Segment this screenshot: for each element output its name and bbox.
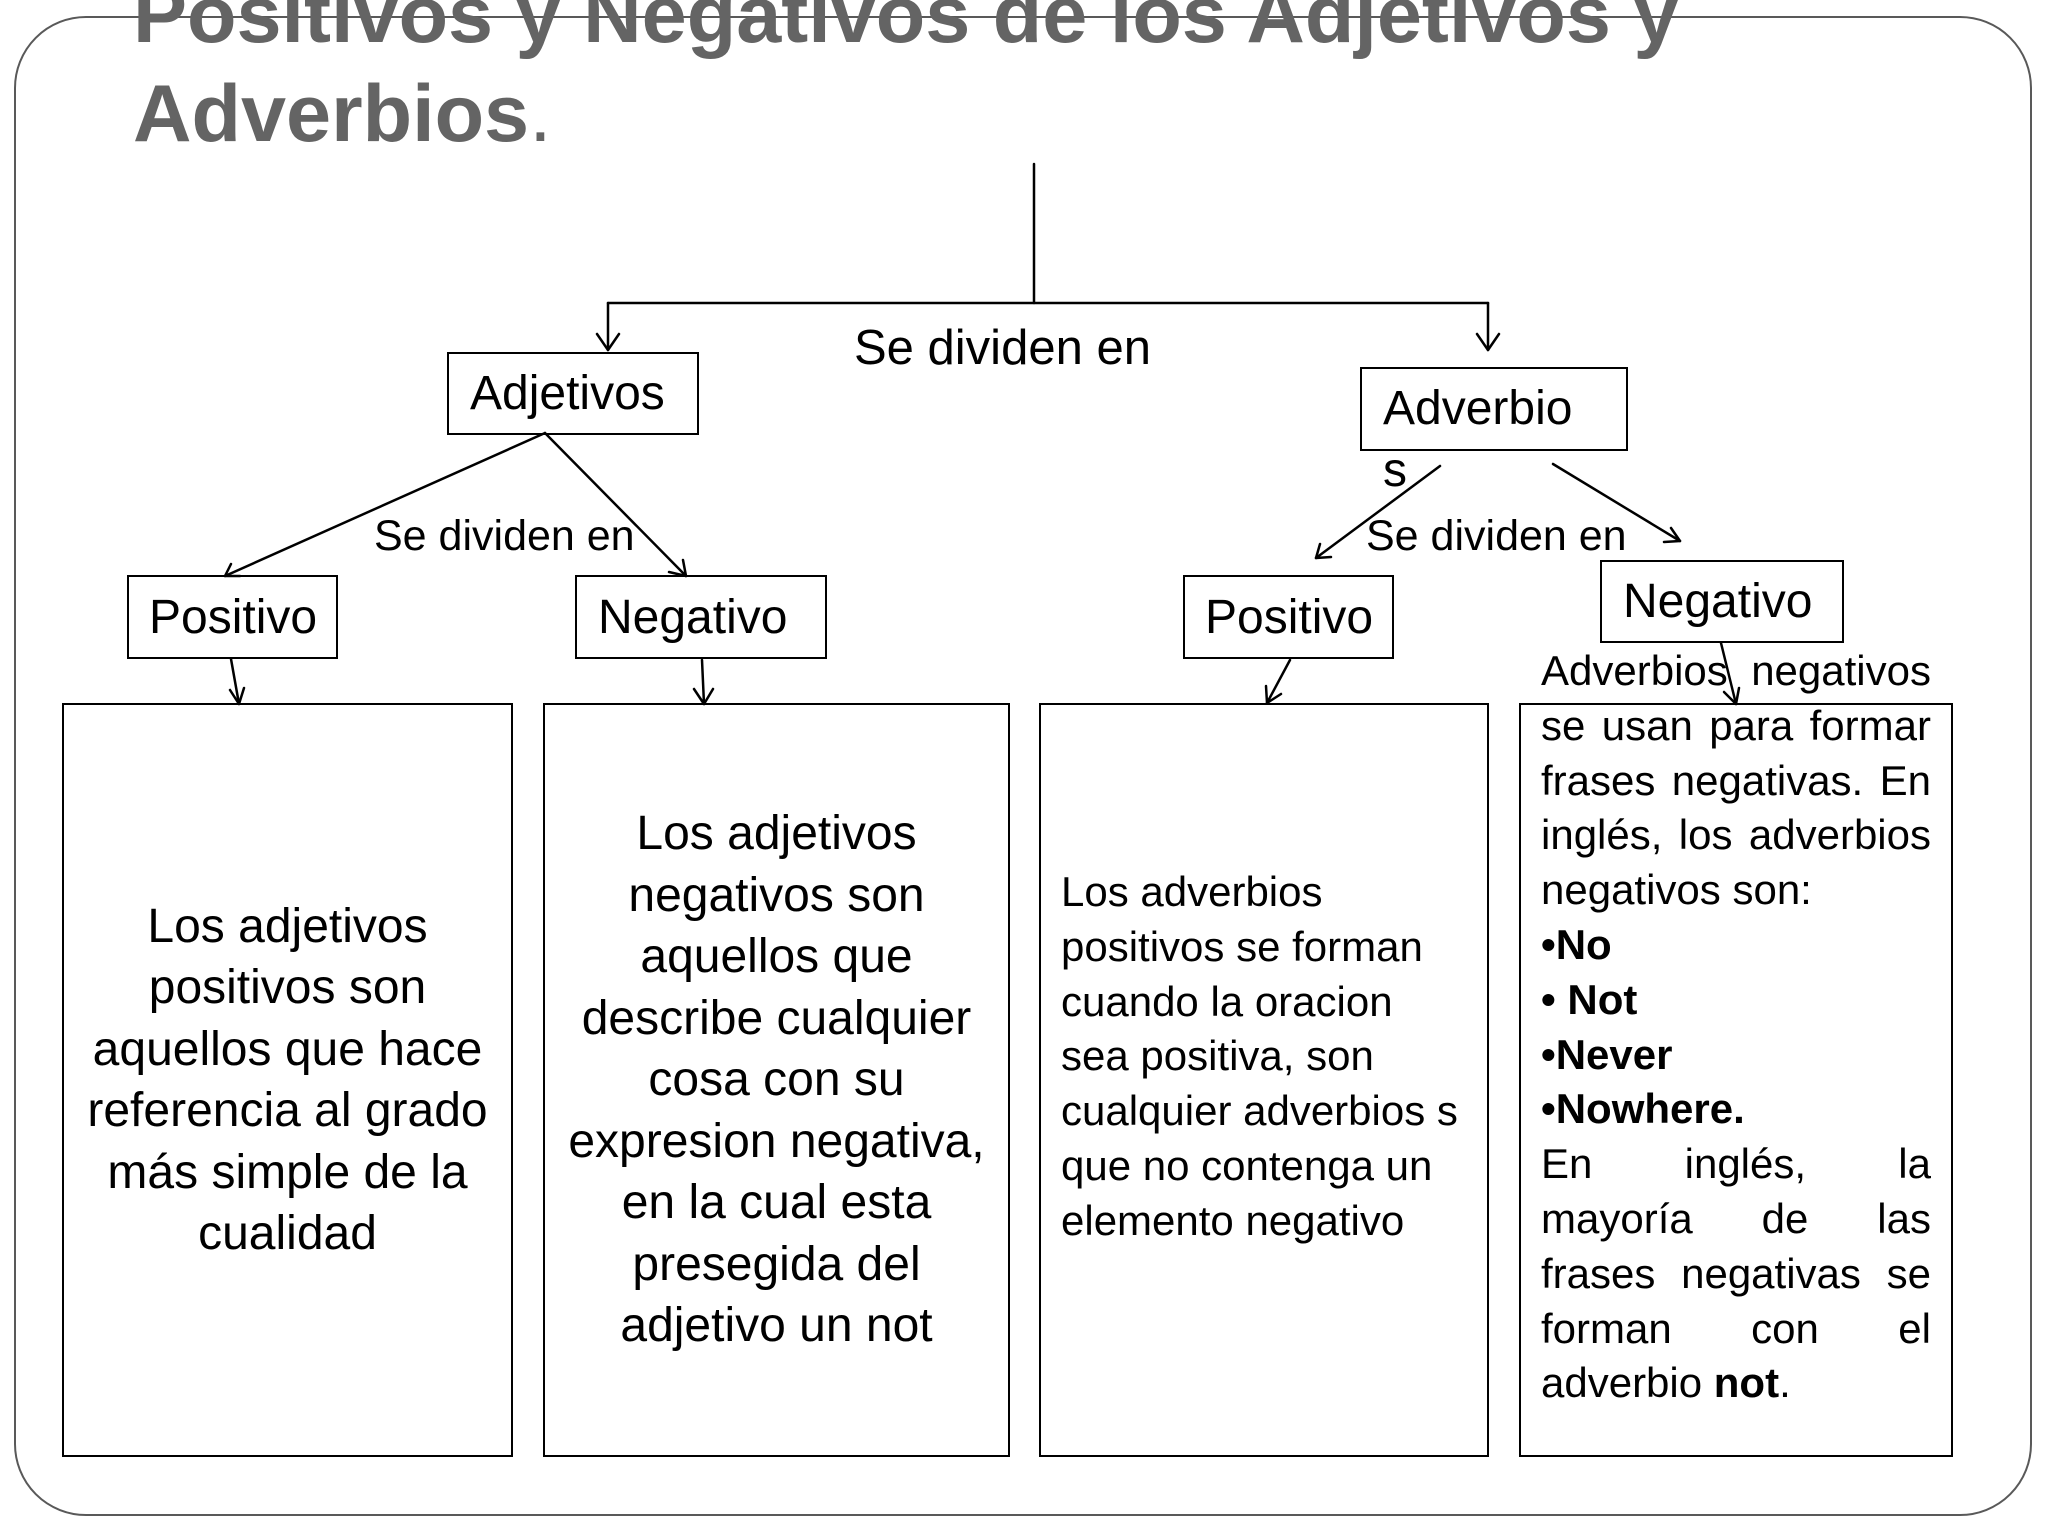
node-adverbios-label: Adverbios bbox=[1383, 382, 1573, 497]
connector-label-right: Se dividen en bbox=[1366, 512, 1627, 560]
connector-label-top: Se dividen en bbox=[854, 321, 1151, 375]
node-adjetivos-label: Adjetivos bbox=[470, 367, 665, 420]
adv-negativo-outro-bold: not bbox=[1713, 1359, 1780, 1407]
adv-negativo-intro: Adverbios negativos se usan para formar … bbox=[1541, 647, 1931, 914]
adv-negativo-bullet-nowhere: •Nowhere. bbox=[1541, 1085, 1745, 1133]
title-dot: . bbox=[529, 69, 552, 159]
desc-adj-positivo: Los adjetivos positivos son aquellos que… bbox=[62, 703, 513, 1457]
arrowhead-adjetivos bbox=[595, 332, 621, 352]
slide-title: Positivos y Negativos de los Adjetivos y… bbox=[133, 0, 1933, 164]
desc-adv-positivo-text: Los adverbios positivos se forman cuando… bbox=[1061, 868, 1458, 1244]
desc-adv-negativo-text: Adverbios negativos se usan para formar … bbox=[1541, 644, 1931, 1411]
node-adverbios: Adverbios bbox=[1360, 367, 1628, 497]
arrow-adj-pos-to-desc bbox=[229, 657, 241, 706]
desc-adj-negativo-text: Los adjetivos negativos son aquellos que… bbox=[568, 807, 985, 1353]
arrow-adj-neg-to-desc bbox=[700, 658, 706, 706]
adv-negativo-outro-end: . bbox=[1779, 1359, 1791, 1407]
desc-adv-positivo: Los adverbios positivos se forman cuando… bbox=[1039, 703, 1489, 1457]
node-adjetivos: Adjetivos bbox=[447, 352, 699, 435]
arrowhead-adv-negativo bbox=[1662, 526, 1682, 544]
node-adv-negativo: Negativo bbox=[1600, 560, 1844, 643]
arrow-adv-to-negativo bbox=[1551, 462, 1682, 543]
node-adv-positivo: Positivo bbox=[1183, 575, 1394, 659]
arrow-adj-to-positivo bbox=[223, 431, 547, 578]
arrow-adj-to-negativo bbox=[543, 431, 688, 578]
arrow-adv-pos-to-desc bbox=[1265, 658, 1292, 705]
adv-negativo-bullet-no: •No bbox=[1541, 920, 1612, 968]
slide-frame bbox=[14, 16, 2032, 1516]
node-adj-negativo-label: Negativo bbox=[598, 591, 788, 644]
node-adv-positivo-label: Positivo bbox=[1205, 591, 1374, 644]
connector-label-left: Se dividen en bbox=[374, 512, 635, 560]
title-line-1: Positivos y Negativos de los Adjetivos y bbox=[133, 0, 1679, 60]
adv-negativo-outro-text: En inglés, la mayoría de las frases nega… bbox=[1541, 1140, 1931, 1407]
title-line-2-text: Adverbios bbox=[133, 69, 530, 159]
adv-negativo-outro: En inglés, la mayoría de las frases nega… bbox=[1541, 1137, 1931, 1411]
adv-negativo-bullet-never: •Never bbox=[1541, 1030, 1673, 1078]
node-adj-positivo-label: Positivo bbox=[149, 591, 318, 644]
desc-adj-positivo-text: Los adjetivos positivos son aquellos que… bbox=[87, 899, 488, 1261]
node-adj-positivo: Positivo bbox=[127, 575, 338, 659]
arrowhead-adv-positivo bbox=[1314, 542, 1333, 560]
desc-adj-negativo: Los adjetivos negativos son aquellos que… bbox=[543, 703, 1010, 1457]
arrow-adv-to-positivo bbox=[1314, 464, 1442, 560]
node-adj-negativo: Negativo bbox=[575, 575, 827, 659]
arrow-adv-neg-to-desc bbox=[1719, 641, 1738, 706]
adv-negativo-bullet-not: • Not bbox=[1541, 975, 1638, 1023]
title-line-2: Adverbios. bbox=[133, 65, 1933, 164]
desc-adv-negativo bbox=[1519, 703, 1953, 1457]
node-adv-negativo-label: Negativo bbox=[1623, 575, 1813, 628]
arrowhead-adverbios bbox=[1475, 332, 1501, 352]
